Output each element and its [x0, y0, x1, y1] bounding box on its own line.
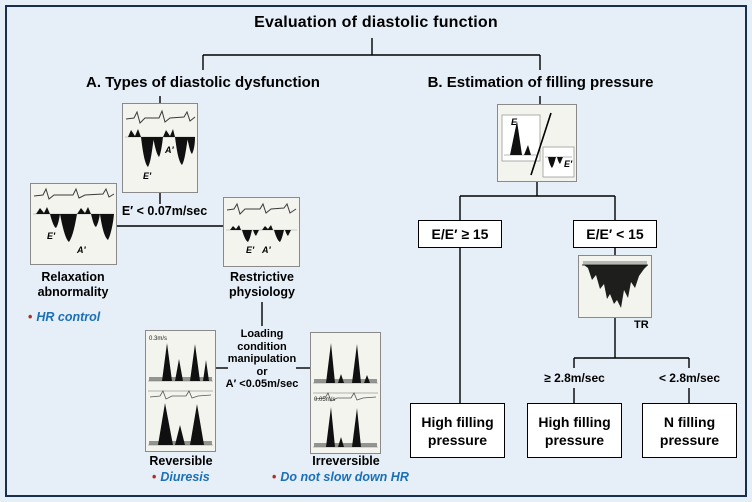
diuresis-text: Diuresis: [160, 470, 210, 484]
box-line: N filling: [663, 413, 716, 430]
hr-control-text: HR control: [36, 310, 101, 324]
e-prime-label: E′: [246, 245, 255, 255]
e-over-eprime-echo-image: E E′: [497, 104, 577, 182]
tr-echo-image: [578, 255, 652, 318]
box-label: E/E′ ≥ 15: [431, 226, 489, 242]
eprime-criterion-label: E′ < 0.07m/sec: [121, 204, 208, 218]
reversible-label: Reversible: [149, 454, 213, 468]
label-line: condition: [237, 340, 287, 353]
irreversible-echo-image: 0.05m/s: [310, 332, 381, 454]
a-prime-label: A′: [165, 145, 174, 155]
e-prime-label: E′: [47, 231, 56, 241]
high-filling-pressure-box-1: High filling pressure: [410, 403, 505, 458]
e-label: E: [511, 117, 518, 127]
ee-ratio-lt15-box: E/E′ < 15: [573, 220, 657, 248]
velocity-annotation: 0.05m/s: [314, 397, 336, 403]
tissue-doppler-echo-image: E′ A′: [122, 103, 198, 193]
label-line: Loading: [240, 328, 284, 340]
bullet-icon: •: [152, 470, 157, 484]
tr-velocity-lt-label: < 2.8m/sec: [658, 371, 721, 385]
high-filling-pressure-box-2: High filling pressure: [527, 403, 622, 458]
bullet-icon: •: [28, 310, 33, 324]
label-line: Restrictive: [230, 270, 294, 284]
tr-velocity-ge-label: ≥ 2.8m/sec: [544, 371, 605, 385]
n-filling-pressure-box: N filling pressure: [642, 403, 737, 458]
label-line: abnormality: [37, 285, 109, 299]
box-label: E/E′ < 15: [586, 226, 644, 242]
box-line: pressure: [427, 431, 488, 448]
section-b-heading: B. Estimation of filling pressure: [427, 74, 654, 91]
label-line: A′ <0.05m/sec: [225, 378, 299, 390]
box-line: pressure: [659, 431, 720, 448]
bullet-icon: •: [272, 470, 277, 484]
restrictive-echo-image: E′ A′: [223, 197, 300, 267]
box-line: High filling: [421, 413, 494, 430]
velocity-annotation: 0.3m/s: [149, 336, 168, 342]
a-prime-label: A′: [77, 245, 86, 255]
e-prime-label: E′: [564, 159, 573, 169]
label-line: Relaxation: [41, 270, 105, 284]
diuresis-note: •Diuresis: [152, 470, 210, 484]
label-line: manipulation: [227, 353, 297, 365]
no-slow-hr-text: Do not slow down HR: [280, 470, 409, 484]
restrictive-physiology-label: Restrictive physiology: [214, 270, 310, 300]
irreversible-label: Irreversible: [312, 454, 380, 468]
hr-control-note: •HR control: [28, 310, 100, 324]
box-line: pressure: [544, 431, 605, 448]
loading-condition-label: Loading condition manipulation or A′ <0.…: [222, 328, 302, 391]
a-prime-label: A′: [262, 245, 271, 255]
reversible-echo-image: 0.3m/s: [145, 330, 216, 452]
relaxation-echo-image: E′ A′: [30, 183, 117, 265]
label-line: physiology: [229, 285, 295, 299]
relaxation-abnormality-label: Relaxation abnormality: [25, 270, 121, 300]
tr-label: TR: [634, 319, 649, 331]
section-a-heading: A. Types of diastolic dysfunction: [86, 74, 320, 91]
box-line: High filling: [538, 413, 611, 430]
e-prime-label: E′: [143, 171, 152, 181]
ee-ratio-ge15-box: E/E′ ≥ 15: [418, 220, 502, 248]
page-title: Evaluation of diastolic function: [254, 14, 498, 31]
no-slow-hr-note: •Do not slow down HR: [272, 470, 409, 484]
label-line: or: [256, 365, 268, 378]
